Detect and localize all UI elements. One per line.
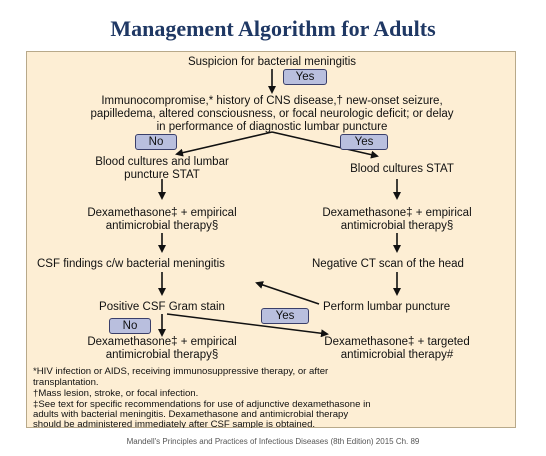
node-negative-ct: Negative CT scan of the head [312,258,464,270]
node-left-dexa-line1: Dexamethasone‡ + empirical [87,207,237,219]
arrow-criteria-to-right [271,131,379,159]
node-criteria-line3: in performance of diagnostic lumbar punc… [156,121,388,133]
badge-yes-top: Yes [283,69,327,85]
badge-yes-bottom: Yes [261,308,309,324]
node-left-dexa-line2: antimicrobial therapy§ [105,220,219,232]
node-left-cultures-line2: puncture STAT [124,169,200,181]
node-right-dexa-line1: Dexamethasone‡ + empirical [322,207,472,219]
algorithm-panel: Suspicion for bacterial meningitis Yes I… [26,51,516,428]
node-criteria-line1: Immunocompromise,* history of CNS diseas… [101,95,443,107]
node-bottom-right-dexa-line2: antimicrobial therapy# [340,349,454,361]
arrow-criteria-to-left [175,131,273,157]
node-bottom-left-dexa-line1: Dexamethasone‡ + empirical [87,336,237,348]
footnote-mass: †Mass lesion, stroke, or focal infection… [33,388,199,399]
node-csf-findings: CSF findings c/w bacterial meningitis [37,258,225,270]
node-right-dexa-line2: antimicrobial therapy§ [340,220,454,232]
node-perform-lp: Perform lumbar puncture [323,301,451,313]
page-title: Management Algorithm for Adults [110,16,436,41]
arrow-gram-to-targeted [166,313,329,338]
badge-no-bottom: No [109,318,151,334]
node-suspicion: Suspicion for bacterial meningitis [187,56,357,68]
footnote-hiv-line1: *HIV infection or AIDS, receiving immuno… [33,366,329,377]
flow-arrows [158,69,401,338]
footnote-hiv-line2: transplantation. [33,377,99,388]
footnote-dexa-line2: adults with bacterial meningitis. Dexame… [33,409,349,420]
citation: Mandell's Principles and Practices of In… [126,437,420,446]
node-bottom-right-dexa-line1: Dexamethasone‡ + targeted [324,336,470,348]
badge-no-mid: No [135,134,177,150]
footnote-dexa-line1: ‡See text for specific recommendations f… [33,399,371,410]
node-right-cultures: Blood cultures STAT [350,163,454,175]
badge-yes-mid: Yes [340,134,388,150]
node-criteria-line2: papilledema, altered consciousness, or f… [90,108,454,120]
node-left-cultures-line1: Blood cultures and lumbar [95,156,229,168]
arrow-lp-to-gram [255,281,320,305]
footnote-dexa-line3: should be administered immediately after… [33,420,316,428]
node-positive-gram: Positive CSF Gram stain [99,301,225,313]
node-bottom-left-dexa-line2: antimicrobial therapy§ [105,349,219,361]
